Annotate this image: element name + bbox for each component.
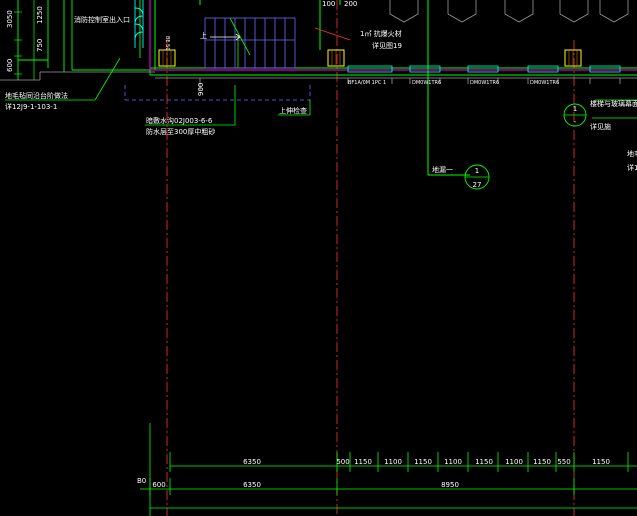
leaders	[5, 57, 637, 126]
top-furniture	[389, 0, 629, 23]
right-note: 楼梯与玻璃幕面交	[590, 99, 637, 108]
cyan-elements	[134, 0, 144, 48]
callout-1-bottom: -	[574, 118, 577, 126]
left-note-ref: 详12J9-1-103-1	[5, 102, 57, 111]
axis-lines	[166, 0, 575, 516]
dimension-label: 1100	[384, 458, 402, 466]
stair-mark: 上	[200, 31, 207, 40]
window-label-c: DM0W1TR6	[470, 80, 499, 86]
top-dim-200: 200	[344, 0, 357, 8]
axis-bo-label: B0	[137, 477, 146, 485]
callout-2-top: 1	[475, 167, 479, 175]
window-strips	[347, 65, 621, 73]
dimension-label: 500	[336, 458, 349, 466]
window-label-b: DM0W1TR6	[412, 80, 441, 86]
right-edge-2: 详1	[627, 163, 637, 172]
callout-2: 1 27	[464, 164, 490, 190]
callout-2-bottom: 27	[473, 181, 482, 189]
right-sub: 详见施	[590, 122, 611, 131]
magenta-walls	[149, 0, 637, 71]
up-label: 上伸检查	[279, 106, 307, 115]
ramp-label: 1㎡ 抗爆火材	[360, 29, 402, 38]
annotations: 消防控制室出入口 上 1㎡ 抗爆火材 详见图19 地毛毡同沿台阶做法 详12J9…	[5, 0, 637, 485]
left-dim-3050: 3050	[6, 10, 14, 28]
left-note: 地毛毡同沿台阶做法	[5, 91, 68, 100]
rain-sub: 防水层至300厚中粗砂	[146, 127, 215, 136]
blue-dashed	[124, 85, 311, 101]
dimension-label: 1150	[414, 458, 432, 466]
dimension-chains	[140, 423, 637, 516]
left-dim-ticks	[14, 0, 35, 80]
entrance-label: 消防控制室出入口	[74, 15, 130, 24]
ramp-sub: 详见图19	[372, 41, 402, 50]
grey-boundary	[0, 71, 155, 81]
dimension-label: 1150	[354, 458, 372, 466]
dimension-row-2: 600 6350 8950	[152, 481, 459, 489]
dimension-label: 1100	[505, 458, 523, 466]
dimension-label: 600	[152, 481, 165, 489]
window-label-d: DM0W1TR6	[530, 80, 559, 86]
dimension-label: 1100	[444, 458, 462, 466]
window-ticks	[347, 78, 621, 84]
callout-1-top: 1	[573, 105, 577, 113]
dim-900: 900	[197, 83, 205, 96]
dimension-row-1: 6350 500 1150 1100 1150 1100 1150 1100 1150 550 11…	[243, 458, 610, 466]
small-label: BE 50	[164, 36, 170, 51]
top-dim-100: 100	[322, 0, 335, 8]
left-dim-600: 600	[6, 59, 14, 72]
left-dim-1250: 1250	[36, 6, 44, 24]
right-edge-1: 地毛	[627, 149, 637, 158]
left-dim-750: 750	[36, 39, 44, 52]
stair-arrow	[210, 33, 241, 41]
dimension-label: 6350	[243, 458, 261, 466]
column-hatch	[162, 50, 578, 66]
window-label-a: BF1A/0M 1PC 1	[348, 80, 386, 86]
columns	[158, 49, 582, 67]
grey-walls	[155, 77, 637, 90]
ramp-leader	[314, 27, 351, 41]
callout-1: 1 -	[563, 103, 587, 127]
dimension-label: 6350	[243, 481, 261, 489]
stair-green-lines	[229, 17, 251, 68]
stair	[204, 17, 296, 69]
dimension-label: 550	[557, 458, 570, 466]
main-walls	[150, 0, 637, 176]
rain-note: 暗敷水沟02J003-6-6	[146, 116, 213, 125]
dimension-label: 1150	[475, 458, 493, 466]
dimension-ticks	[149, 452, 629, 495]
drain-label: 地漏一	[432, 165, 453, 174]
dimension-label: 1150	[592, 458, 610, 466]
dimension-label: 8950	[441, 481, 459, 489]
dimension-label: 1150	[533, 458, 551, 466]
